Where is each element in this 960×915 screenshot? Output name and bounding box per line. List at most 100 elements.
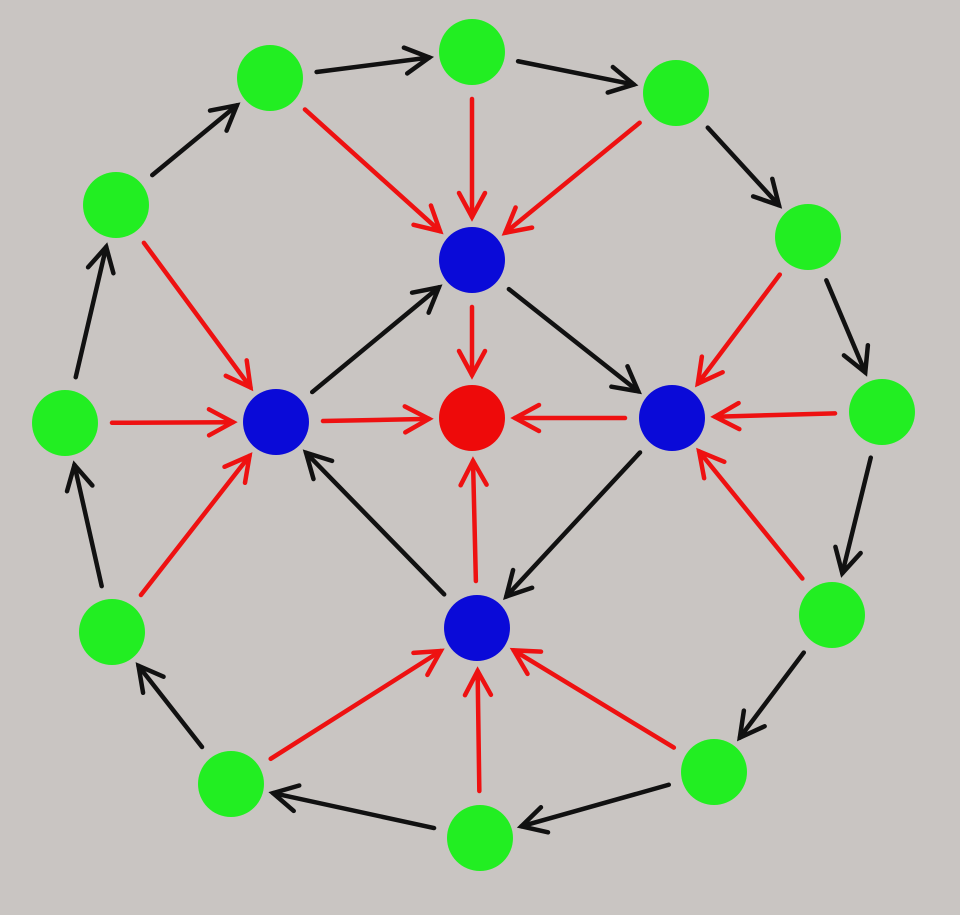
arrow-shaft [696, 449, 805, 581]
arrow-shaft [506, 286, 641, 394]
outer-node-g2 [643, 60, 709, 126]
arrow-shaft [136, 663, 205, 750]
arrow-bb-to-c [458, 456, 489, 584]
arrow-g7-to-bb [462, 666, 494, 794]
arrow-head [268, 783, 302, 814]
outer-node-g10 [32, 390, 98, 456]
arrow-head [833, 544, 863, 578]
outer-node-g8 [198, 751, 264, 817]
arrow-shaft [511, 648, 677, 750]
arrow-shaft [138, 453, 252, 598]
arrow-head [411, 203, 444, 235]
arrow-shaft [320, 416, 432, 424]
arrow-shaft [150, 103, 240, 178]
arrow-g1-to-bt [456, 96, 488, 222]
arrow-shaft [302, 107, 443, 234]
arrow-head [207, 102, 241, 133]
arrow-g8-to-bb [268, 648, 445, 762]
arrow-shaft [270, 790, 437, 831]
arrow-bb-to-bl [302, 449, 447, 597]
outer-node-g9 [79, 599, 145, 665]
arrow-head [223, 358, 254, 392]
arrow-shaft [519, 782, 672, 829]
arrow-shaft [268, 648, 443, 762]
arrow-head [503, 567, 535, 600]
arrow-head [609, 364, 642, 395]
arrow-head [135, 662, 166, 696]
arrow-g2-to-bt [501, 120, 642, 236]
arrow-bl-to-c [320, 404, 434, 435]
arrow-head [456, 190, 488, 222]
arrow-shaft [503, 120, 642, 236]
arrow-head [510, 402, 542, 434]
arrow-g12-to-g1 [314, 45, 435, 76]
arrow-bt-to-br [506, 286, 642, 395]
arrow-br-to-bb [503, 450, 643, 600]
arrow-g1-to-g2 [515, 59, 639, 95]
arrow-g9-to-g10 [64, 460, 104, 589]
arrow-head [516, 805, 551, 835]
outer-node-g7 [447, 805, 513, 871]
outer-node-g3 [775, 204, 841, 270]
nodes-layer [32, 19, 915, 871]
arrow-head [509, 647, 544, 677]
arrow-head [458, 456, 489, 488]
inner-node-br [639, 385, 705, 451]
arrow-shaft [504, 450, 643, 599]
arrow-head [402, 404, 434, 435]
arrow-g3-to-g4 [824, 278, 871, 377]
arrow-g5-to-br [696, 447, 805, 581]
arrow-g7-to-g8 [268, 783, 437, 831]
arrow-head [841, 342, 871, 377]
outer-node-g5 [799, 582, 865, 648]
arrow-shaft [737, 650, 807, 740]
arrow-head [750, 176, 783, 209]
arrow-shaft [475, 668, 482, 794]
arrow-head [696, 447, 727, 481]
arrow-head [462, 666, 494, 698]
arrow-head [409, 284, 443, 315]
arrow-g8-to-g9 [135, 662, 205, 750]
arrow-head [710, 400, 742, 432]
arrow-bt-to-c [456, 304, 488, 380]
arrow-head [401, 45, 435, 76]
arrow-shaft [303, 450, 447, 597]
arrow-shaft [695, 272, 783, 386]
arrow-g10-to-bl [109, 407, 238, 438]
arrow-shaft [515, 59, 637, 87]
arrow-head [222, 452, 253, 486]
arrow-shaft [309, 285, 442, 395]
outer-node-g12 [237, 45, 303, 111]
arrow-g6-to-bb [509, 647, 677, 750]
arrow-g11-to-bl [141, 240, 254, 392]
arrow-head [64, 460, 95, 494]
arrow-head [411, 648, 445, 678]
center-node-c [439, 385, 505, 451]
outer-node-g11 [83, 172, 149, 238]
arrow-shaft [712, 411, 838, 420]
arrow-head [456, 348, 488, 380]
arrow-shaft [705, 125, 782, 208]
arrow-shaft [109, 419, 236, 426]
arrow-g2-to-g3 [705, 125, 783, 209]
inner-node-bl [243, 389, 309, 455]
arrow-g6-to-g7 [516, 782, 672, 835]
arrow-g11-to-g12 [150, 102, 241, 178]
edges-layer [64, 45, 874, 835]
outer-node-g4 [849, 379, 915, 445]
outer-node-g1 [439, 19, 505, 85]
arrow-head [736, 708, 767, 742]
arrow-shaft [141, 240, 253, 390]
arrow-head [85, 242, 116, 276]
arrow-br-to-c [510, 402, 628, 434]
arrow-shaft [824, 278, 868, 375]
arrow-bl-to-bt [309, 284, 443, 395]
inner-node-bb [444, 595, 510, 661]
arrow-g4-to-br [710, 400, 838, 432]
arrow-shaft [73, 244, 109, 380]
inner-node-bt [439, 227, 505, 293]
arrow-g12-to-bt [302, 107, 444, 235]
arrow-shaft [72, 462, 104, 589]
arrow-g10-to-g11 [73, 242, 116, 380]
